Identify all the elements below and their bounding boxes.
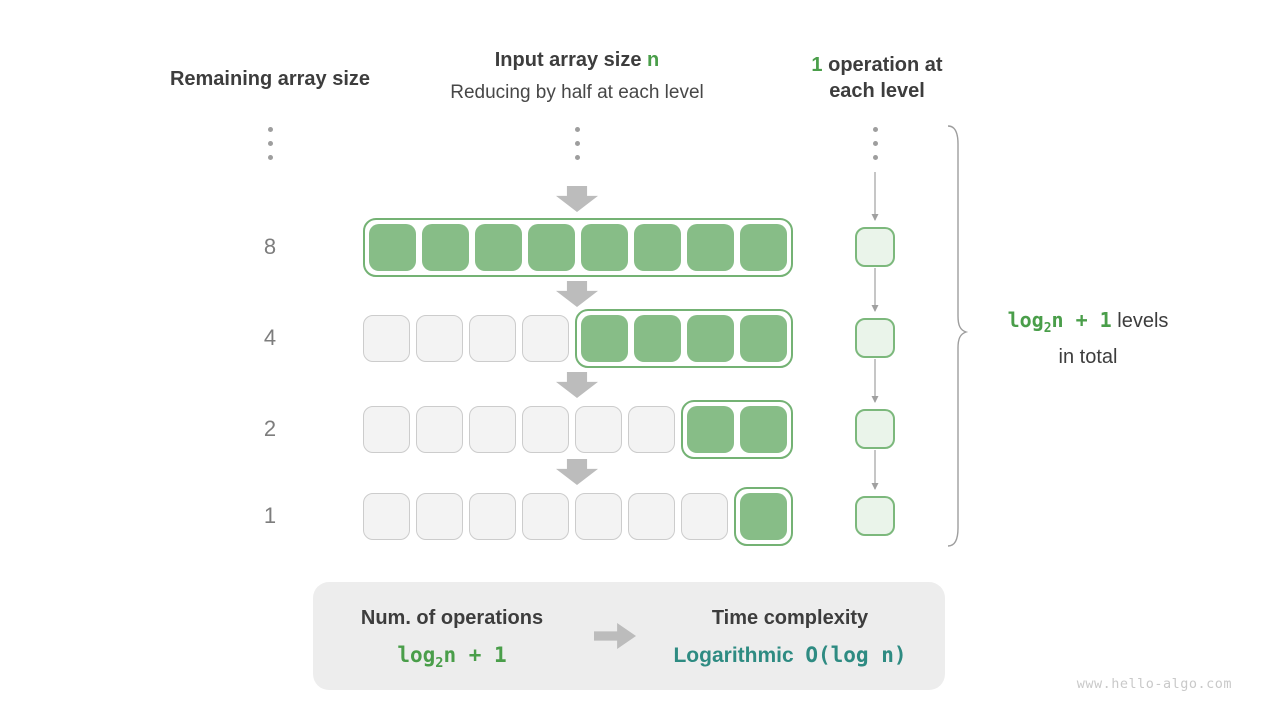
array-row [363, 216, 793, 278]
complexity-summary-title: Time complexity [711, 607, 869, 629]
operations-formula: log2n + 1 [397, 643, 507, 672]
operations-header: 1 operation at each level [757, 52, 997, 104]
array-cell-discarded [416, 405, 463, 453]
halving-arrow-icon [556, 372, 598, 398]
array-cell-active [634, 314, 681, 362]
array-cell-discarded [469, 405, 516, 453]
center-ellipsis-dots [567, 127, 587, 160]
active-subarray-outline [575, 308, 793, 368]
operations-summary-title: Num. of operations [360, 607, 544, 629]
array-cell-discarded [363, 314, 410, 362]
array-cell-discarded [681, 492, 728, 540]
array-cell-discarded [522, 492, 569, 540]
input-array-title: Input array size n [377, 47, 777, 73]
array-cell-active [740, 492, 787, 540]
array-row [363, 398, 793, 460]
array-cell-active [740, 314, 787, 362]
halving-arrow-icon [556, 186, 598, 212]
operation-square [855, 409, 895, 449]
operation-square [855, 496, 895, 536]
array-cell-active [475, 223, 522, 271]
array-cell-discarded [469, 314, 516, 362]
complexity-big-o: O(log n) [805, 643, 907, 667]
array-cell-discarded [363, 405, 410, 453]
levels-brace [947, 125, 969, 547]
array-cell-discarded [575, 492, 622, 540]
array-cell-active [369, 223, 416, 271]
active-subarray-outline [734, 486, 793, 546]
halving-arrow-icon [556, 281, 598, 307]
levels-word: levels [1111, 310, 1169, 332]
array-cell-discarded [363, 492, 410, 540]
operations-header-text: operation at [822, 54, 943, 76]
remaining-size-label: 2 [263, 416, 277, 441]
array-cell-active [581, 314, 628, 362]
operations-header-line1: 1 operation at [757, 52, 997, 78]
operations-summary: Num. of operations log2n + 1 [327, 607, 577, 671]
array-row [363, 307, 793, 369]
remaining-size-label: 4 [263, 325, 277, 350]
complexity-summary: Time complexity Logarithmic O(log n) [640, 607, 940, 668]
array-cell-active [687, 405, 734, 453]
halving-arrow-icon [556, 459, 598, 485]
array-cell-discarded [469, 492, 516, 540]
left-ellipsis-dots [260, 127, 280, 160]
remaining-array-size-label: Remaining array size [169, 68, 371, 90]
array-cell-discarded [416, 492, 463, 540]
complexity-value: Logarithmic O(log n) [640, 643, 940, 668]
right-ellipsis-dots [865, 127, 885, 160]
input-array-subtitle: Reducing by half at each level [450, 82, 704, 103]
levels-annotation-line1: log2n + 1 levels [990, 306, 1186, 343]
operations-count-highlight: 1 [811, 54, 823, 76]
input-array-header: Input array size n Reducing by half at e… [377, 47, 777, 106]
watermark: www.hello-algo.com [1076, 676, 1232, 692]
array-cell-active [740, 223, 787, 271]
array-cell-active [740, 405, 787, 453]
array-row [363, 485, 793, 547]
array-cell-discarded [628, 405, 675, 453]
input-array-title-text: Input array size [494, 49, 648, 71]
levels-annotation-line2: in total [1058, 346, 1118, 368]
active-subarray-outline [681, 399, 793, 459]
array-cell-active [581, 223, 628, 271]
operation-square [855, 227, 895, 267]
remaining-size-label: 8 [263, 234, 277, 259]
remaining-array-size-header: Remaining array size [110, 66, 430, 92]
levels-formula: log2n + 1 [1007, 308, 1112, 336]
complexity-name: Logarithmic [673, 644, 794, 667]
array-cell-discarded [522, 405, 569, 453]
array-cell-active [687, 314, 734, 362]
input-array-n-highlight: n [647, 49, 660, 71]
array-cell-active [422, 223, 469, 271]
operations-header-line2: each level [829, 80, 925, 102]
array-cell-discarded [416, 314, 463, 362]
array-cell-discarded [575, 405, 622, 453]
active-subarray-outline [363, 217, 793, 277]
array-cell-active [687, 223, 734, 271]
operation-square [855, 318, 895, 358]
remaining-size-label: 1 [263, 503, 277, 528]
array-cell-active [634, 223, 681, 271]
levels-annotation: log2n + 1 levels in total [990, 306, 1186, 371]
array-cell-discarded [522, 314, 569, 362]
array-cell-discarded [628, 492, 675, 540]
array-cell-active [528, 223, 575, 271]
